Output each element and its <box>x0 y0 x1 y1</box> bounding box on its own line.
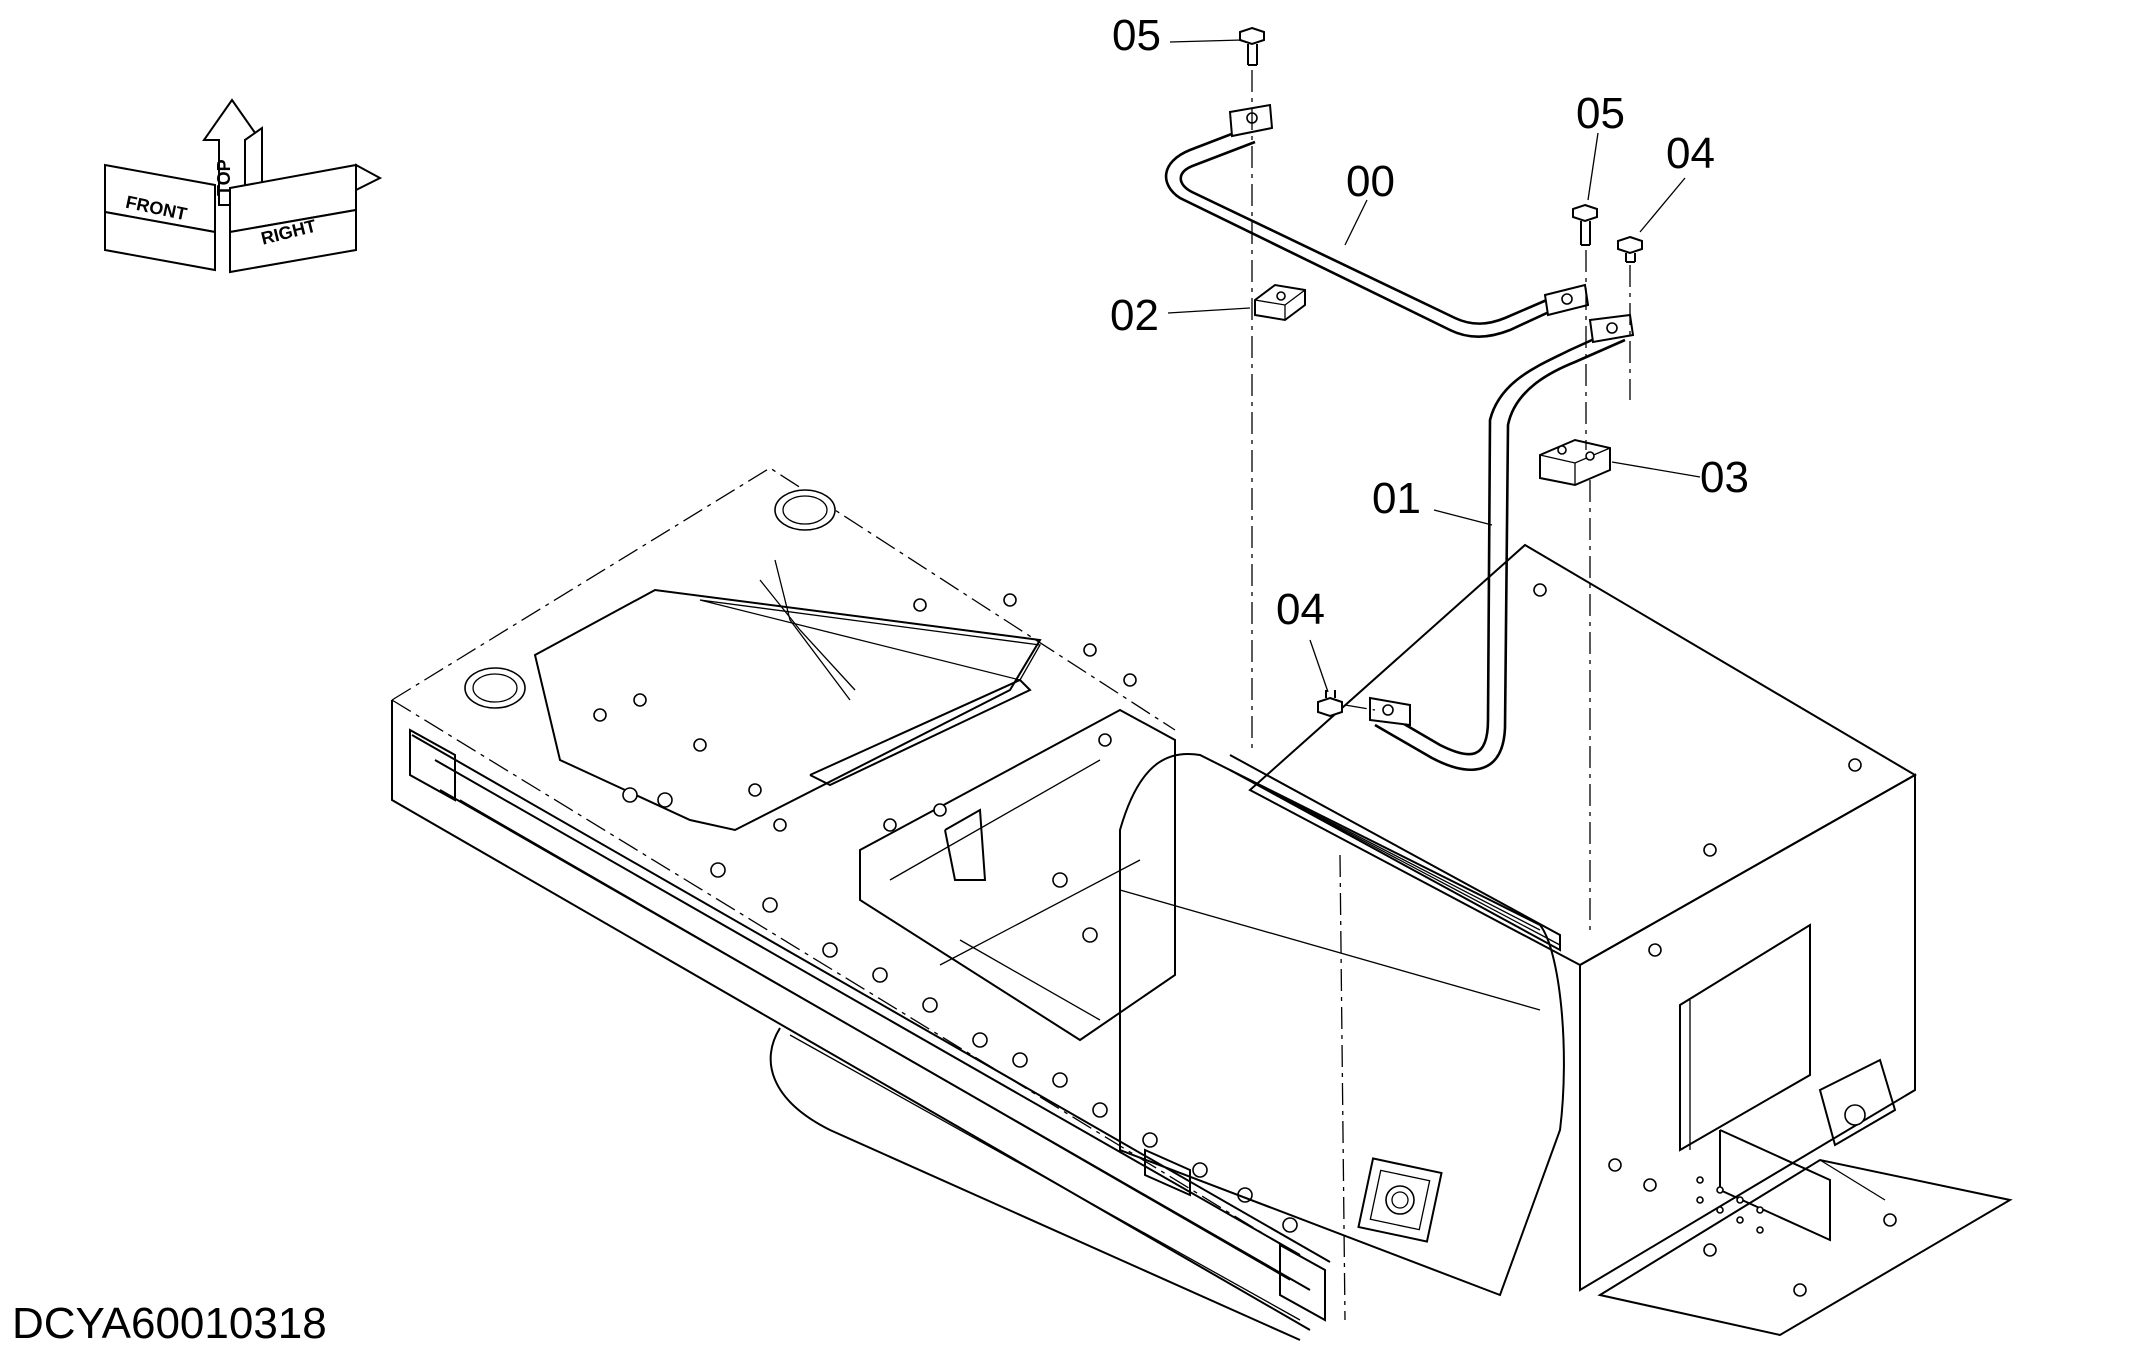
callout-04-right: 04 <box>1666 129 1715 178</box>
bolt-04-right <box>1617 235 1643 263</box>
handrail-00 <box>1164 103 1590 339</box>
spacer-02 <box>1254 283 1306 322</box>
frame-bolts <box>622 787 1298 1233</box>
orientation-top-label: TOP <box>214 159 234 196</box>
callout-05-top: 05 <box>1112 11 1161 60</box>
handrail-01 <box>1369 313 1635 771</box>
assembly-lines <box>1251 70 1631 1321</box>
frame-cover-box <box>1119 543 2013 1337</box>
bolt-04-left <box>1317 690 1343 718</box>
orientation-indicator: FRONT TOP RIGHT <box>104 98 383 274</box>
callout-00: 00 <box>1346 157 1395 206</box>
callout-05-right: 05 <box>1576 89 1625 138</box>
callout-04-left: 04 <box>1276 585 1325 634</box>
callout-03: 03 <box>1700 453 1749 502</box>
bolt-05-top <box>1239 26 1265 66</box>
callout-01: 01 <box>1372 474 1421 523</box>
callout-02: 02 <box>1110 291 1159 340</box>
upper-frame <box>391 467 1331 1341</box>
bolt-05-right <box>1572 203 1598 246</box>
step-plate-holes <box>1696 1176 1764 1234</box>
spacer-03 <box>1539 438 1611 487</box>
document-id: DCYA60010318 <box>12 1299 327 1345</box>
callouts: 05 00 02 05 04 03 01 04 <box>1110 11 1749 693</box>
